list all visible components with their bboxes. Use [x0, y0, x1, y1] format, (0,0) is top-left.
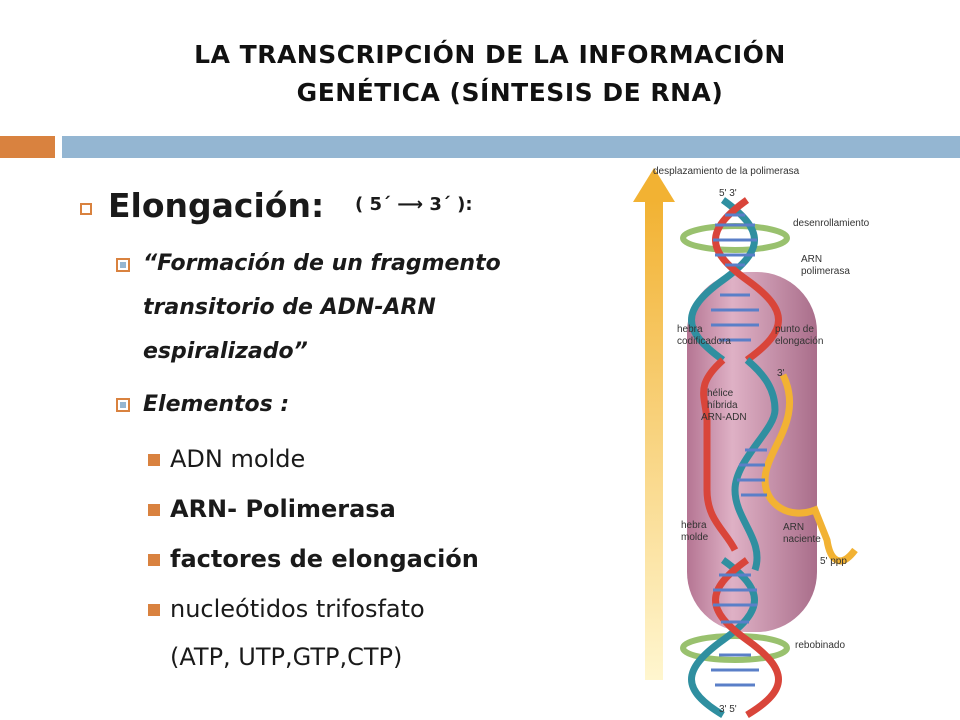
transcription-diagram: desplazamiento de la polimerasa 5' 3' de… — [615, 160, 960, 720]
label-template-1: hebra — [681, 520, 707, 531]
coding-strand — [700, 357, 739, 552]
dna-helix-lower — [688, 557, 782, 719]
hybrid-base-pairs — [737, 448, 767, 497]
bullet-square-icon — [116, 258, 130, 272]
slide-title: LA TRANSCRIPCIÓN DE LA INFORMACIÓN GENÉT… — [60, 36, 920, 112]
label-template-2: molde — [681, 532, 709, 543]
label-arn-1: ARN — [801, 254, 822, 265]
label-helix-1: hélice — [707, 388, 734, 399]
label-coding-2: codificadora — [677, 336, 731, 347]
bullet-square-icon — [148, 454, 160, 466]
unwind-ring — [680, 223, 790, 253]
title-line-2: GENÉTICA (SÍNTESIS DE RNA) — [296, 78, 724, 107]
point1-line2: transitorio de ADN-ARN — [143, 295, 436, 320]
label-helix-3: ARN-ADN — [701, 412, 747, 423]
direction-label: ( 5´ ⟶ 3´ ): — [355, 194, 473, 215]
template-strand — [731, 357, 779, 572]
label-point-1: punto de — [775, 324, 814, 335]
point2-label: Elementos : — [143, 392, 290, 417]
point1-line1: “Formación de un fragmento — [143, 251, 501, 276]
bullet-square-icon — [116, 398, 130, 412]
label-nascent-2: naciente — [783, 534, 821, 545]
bullet-square-icon — [80, 203, 92, 215]
bullet-square-icon — [148, 554, 160, 566]
label-nascent-1: ARN — [783, 522, 804, 533]
accent-bar-orange — [0, 136, 55, 158]
element-item: nucleótidos trifosfato — [170, 595, 425, 623]
label-3prime: 3' — [777, 368, 785, 379]
bullet-square-icon — [148, 604, 160, 616]
label-5-3-top: 5' 3' — [719, 188, 737, 199]
label-3-5-bottom: 3' 5' — [719, 704, 737, 715]
accent-bar-blue — [62, 136, 960, 158]
label-5ppp: 5' ppp — [820, 556, 847, 567]
point1-line3: espiralizado” — [143, 339, 308, 364]
rewind-ring — [680, 633, 790, 663]
dna-helix-upper — [688, 197, 782, 363]
element-item: ADN molde — [170, 445, 306, 473]
displacement-arrow-shaft — [645, 200, 663, 680]
element-item: factores de elongación — [170, 545, 479, 573]
label-coding-1: hebra — [677, 324, 703, 335]
heading-elongacion: Elongación: — [108, 186, 325, 225]
bullet-square-icon — [148, 504, 160, 516]
label-arn-2: polimerasa — [801, 266, 850, 277]
label-point-2: elongación — [775, 336, 823, 347]
label-displacement: desplazamiento de la polimerasa — [653, 166, 800, 177]
label-unwinding: desenrollamiento — [793, 218, 870, 229]
title-line-1: LA TRANSCRIPCIÓN DE LA INFORMACIÓN — [194, 40, 786, 69]
displacement-arrow-head — [633, 168, 675, 202]
element-item: (ATP, UTP,GTP,CTP) — [170, 643, 403, 671]
label-rewinding: rebobinado — [795, 640, 845, 651]
nascent-rna-strand — [761, 373, 858, 565]
label-helix-2: híbrida — [707, 400, 738, 411]
element-item: ARN- Polimerasa — [170, 495, 396, 523]
